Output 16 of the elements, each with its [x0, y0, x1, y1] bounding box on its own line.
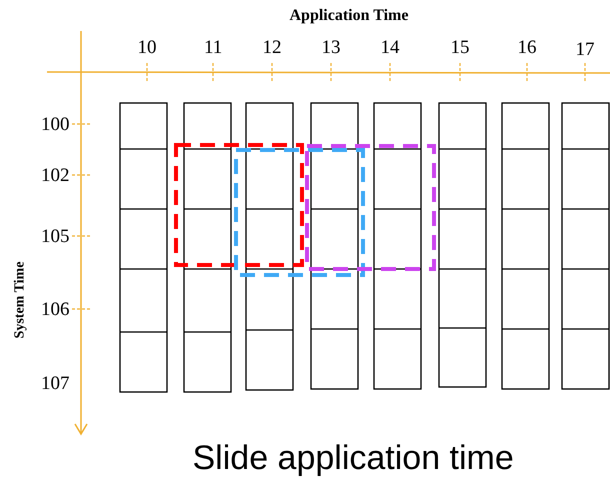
tick-label: 11 — [204, 38, 222, 56]
tick-label: 13 — [322, 38, 340, 56]
tick-label: 16 — [518, 38, 536, 56]
caption: Slide application time — [192, 441, 514, 475]
axis-title: Application Time — [290, 8, 408, 24]
tick-label: 10 — [138, 38, 156, 56]
tick-label: 105 — [41, 226, 70, 246]
tick-label: 107 — [41, 374, 70, 392]
axis-title: System Time — [12, 262, 27, 338]
tick-label: 100 — [41, 114, 70, 134]
tick-label: 12 — [262, 38, 282, 56]
tick-label: 106 — [41, 300, 70, 318]
tick-label: 15 — [450, 38, 470, 56]
tick-label: 17 — [576, 40, 594, 58]
tick-label: 14 — [380, 38, 400, 56]
tick-label: 102 — [41, 166, 70, 184]
